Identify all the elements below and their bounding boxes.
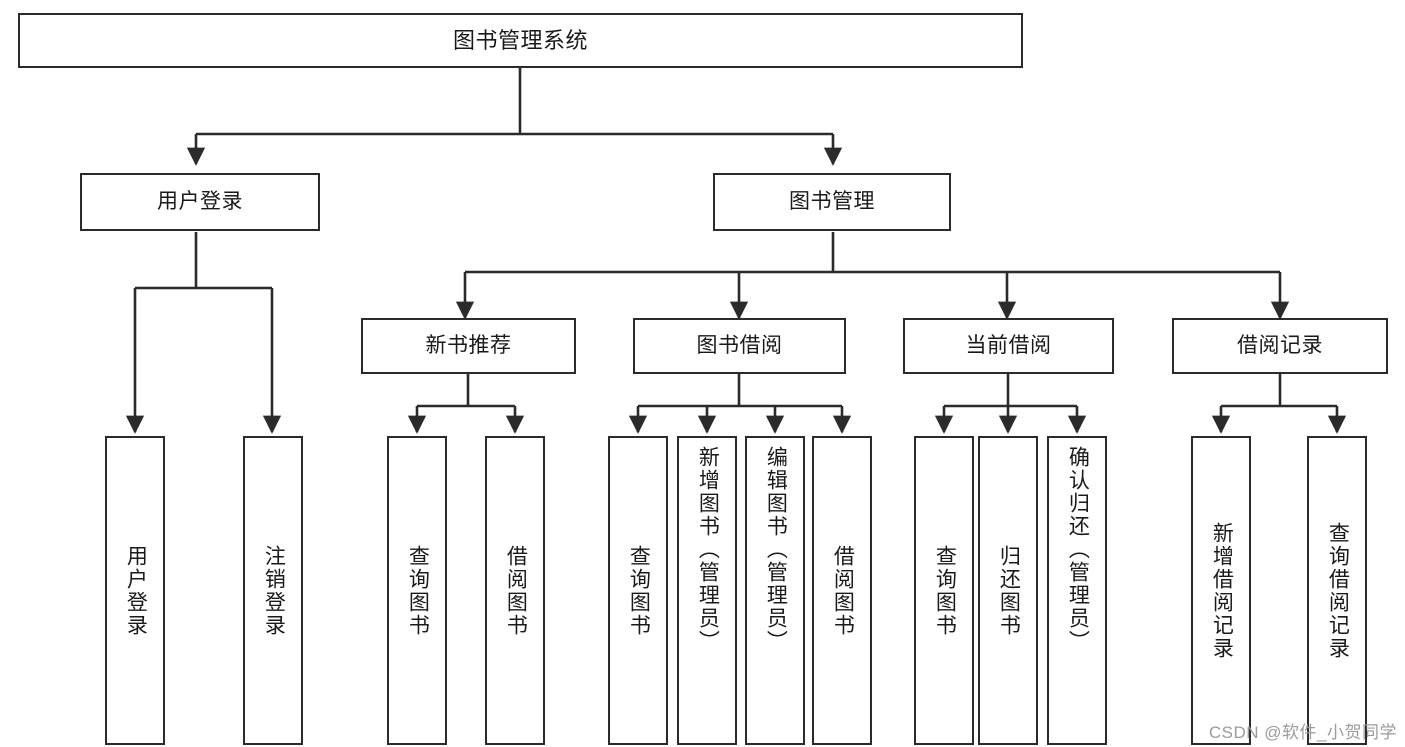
node-label: 归还图书 <box>997 544 1021 637</box>
node-label: 图书借阅 <box>696 333 783 357</box>
node-new-book-recommend[interactable]: 新书推荐 <box>361 318 576 374</box>
csdn-watermark: CSDN @软件_小贺同学 <box>1208 723 1397 742</box>
node-current-borrow[interactable]: 当前借阅 <box>903 318 1114 374</box>
node-label: 当前借阅 <box>965 333 1052 357</box>
node-label: 查询借阅记录 <box>1326 521 1350 660</box>
node-label: 确认归还（管理员） <box>1066 446 1090 653</box>
node-leaf-borrow-book[interactable]: 借阅图书 <box>812 436 872 745</box>
node-label: 图书管理系统 <box>452 27 588 53</box>
node-leaf-edit-book-admin[interactable]: 编辑图书（管理员） <box>745 436 805 745</box>
node-label: 用户登录 <box>157 189 243 213</box>
node-borrow-record[interactable]: 借阅记录 <box>1172 318 1388 374</box>
node-leaf-query-book-recommend[interactable]: 查询图书 <box>387 436 447 745</box>
node-label: 查询图书 <box>406 544 430 637</box>
node-label: 图书管理 <box>789 189 875 213</box>
node-label: 新书推荐 <box>425 333 512 357</box>
node-root-book-management-system[interactable]: 图书管理系统 <box>18 13 1023 68</box>
node-leaf-user-login[interactable]: 用户登录 <box>105 436 165 745</box>
node-user-login[interactable]: 用户登录 <box>80 173 320 231</box>
node-leaf-borrow-book-recommend[interactable]: 借阅图书 <box>485 436 545 745</box>
node-book-management[interactable]: 图书管理 <box>713 173 951 231</box>
node-leaf-query-borrow-record[interactable]: 查询借阅记录 <box>1307 436 1367 745</box>
node-label: 借阅记录 <box>1237 333 1323 357</box>
node-label: 借阅图书 <box>831 544 855 637</box>
node-book-borrow[interactable]: 图书借阅 <box>633 318 846 374</box>
node-label: 新增图书（管理员） <box>696 446 720 653</box>
node-label: 编辑图书（管理员） <box>764 446 788 653</box>
node-label: 注销登录 <box>262 544 286 637</box>
node-label: 查询图书 <box>627 544 651 637</box>
node-label: 借阅图书 <box>504 544 528 637</box>
node-leaf-query-book-borrow[interactable]: 查询图书 <box>608 436 668 745</box>
node-leaf-query-book-current[interactable]: 查询图书 <box>914 436 974 745</box>
node-label: 新增借阅记录 <box>1210 521 1234 660</box>
node-leaf-user-logout[interactable]: 注销登录 <box>243 436 303 745</box>
node-leaf-add-book-admin[interactable]: 新增图书（管理员） <box>677 436 737 745</box>
node-leaf-confirm-return-admin[interactable]: 确认归还（管理员） <box>1047 436 1107 745</box>
node-label: 查询图书 <box>933 544 957 637</box>
node-leaf-return-book[interactable]: 归还图书 <box>978 436 1038 745</box>
node-leaf-add-borrow-record[interactable]: 新增借阅记录 <box>1191 436 1251 745</box>
node-label: 用户登录 <box>124 544 148 637</box>
